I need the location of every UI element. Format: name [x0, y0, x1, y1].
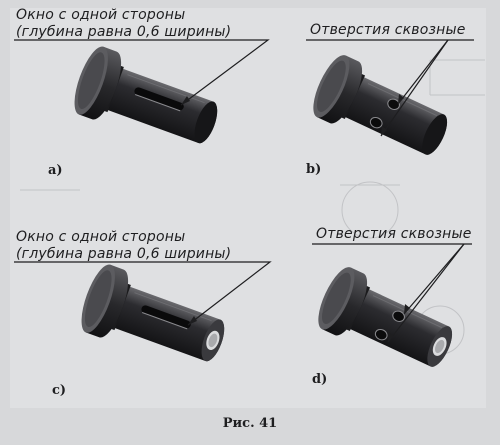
part-a-drawing [74, 46, 218, 144]
callout-c-line2: (глубина равна 0,6 ширины) [16, 246, 232, 262]
callout-d: Отверстия сквозные [316, 226, 472, 243]
figure-label-b: b) [306, 162, 322, 177]
figure-label-a: a) [48, 163, 63, 178]
callout-c: Окно с одной стороны (глубина равна 0,6 … [16, 229, 231, 263]
callout-a: Окно с одной стороны (глубина равна 0,6 … [16, 7, 231, 41]
arrowhead-c [188, 316, 197, 325]
leader-line-b2 [380, 39, 449, 137]
arrowhead-b1 [398, 94, 404, 104]
callout-b: Отверстия сквозные [310, 22, 466, 39]
arrowhead-d2 [388, 332, 394, 342]
leader-line-d2 [387, 243, 465, 343]
figure-label-d: d) [312, 372, 328, 387]
arrowhead-d1 [404, 304, 410, 314]
leader-line-c [14, 261, 272, 326]
leader-line-d1 [403, 243, 465, 315]
figure-caption: Рис. 41 [222, 416, 278, 431]
callout-d-text: Отверстия сквозные [316, 226, 472, 242]
arrowhead-a [181, 96, 190, 105]
callout-a-line1: Окно с одной стороны [16, 7, 186, 23]
leader-line-a [14, 39, 270, 106]
part-d-drawing [318, 267, 453, 367]
figure-label-c: c) [52, 383, 67, 398]
part-b-drawing [313, 55, 448, 155]
callout-a-line2: (глубина равна 0,6 ширины) [16, 24, 232, 40]
part-c-drawing [81, 264, 225, 362]
callout-b-text: Отверстия сквозные [310, 22, 466, 38]
leader-lines [14, 39, 474, 343]
arrowhead-b2 [381, 126, 387, 136]
callout-c-line1: Окно с одной стороны [16, 229, 186, 245]
leader-line-b1 [397, 39, 449, 105]
